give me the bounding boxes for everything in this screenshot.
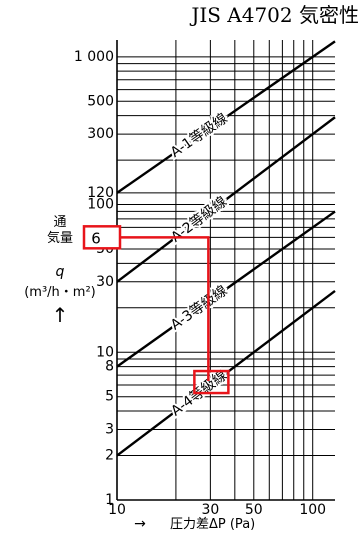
- y-tick-label: 8: [105, 359, 114, 375]
- y-tick-label: 3: [105, 422, 114, 438]
- series-line-3: [116, 210, 336, 368]
- y-tick-label: 2: [105, 448, 114, 464]
- y-axis-label-line: 気量: [47, 230, 73, 246]
- x-axis-arrow: →: [134, 516, 146, 532]
- y-axis-unit: (m³/h・m²): [24, 285, 96, 300]
- annotation-layer: 6: [82, 225, 230, 395]
- x-tick-label: 50: [245, 502, 263, 518]
- y-tick-label: 1: [105, 492, 114, 508]
- x-axis-label: 圧力差ΔP (Pa): [170, 517, 255, 532]
- series-label-1: A-1等級線: [167, 110, 230, 161]
- y-tick-label: 1 000: [74, 49, 114, 65]
- annotation-point-box: [193, 369, 230, 395]
- axis-layer: [116, 40, 335, 501]
- annotation-label: 6: [91, 229, 101, 247]
- annotation-label-box: [82, 225, 122, 250]
- y-axis-arrow: ↑: [52, 303, 69, 327]
- series-line-4: [116, 290, 336, 457]
- chart-title: JIS A4702 気密性: [191, 3, 359, 27]
- y-tick-label: 10: [96, 344, 114, 360]
- x-tick-label: 100: [299, 502, 326, 518]
- y-tick-label: 300: [87, 126, 114, 142]
- x-tick-label: 30: [201, 502, 219, 518]
- series-line-1: [116, 40, 336, 194]
- y-tick-label: 500: [87, 93, 114, 109]
- y-axis-symbol: q: [56, 264, 65, 280]
- y-tick-label: 100: [87, 197, 114, 213]
- x-tick-label: 10: [108, 502, 126, 518]
- label-layer: 123581030501001203005001 000103050100→圧力…: [24, 49, 326, 532]
- annotation-path: [91, 236, 210, 382]
- y-tick-label: 30: [96, 274, 114, 290]
- y-tick-label: 120: [87, 185, 114, 201]
- y-tick-label: 5: [105, 389, 114, 405]
- y-axis-label-line: 通: [53, 215, 66, 230]
- series-line-2: [116, 116, 336, 283]
